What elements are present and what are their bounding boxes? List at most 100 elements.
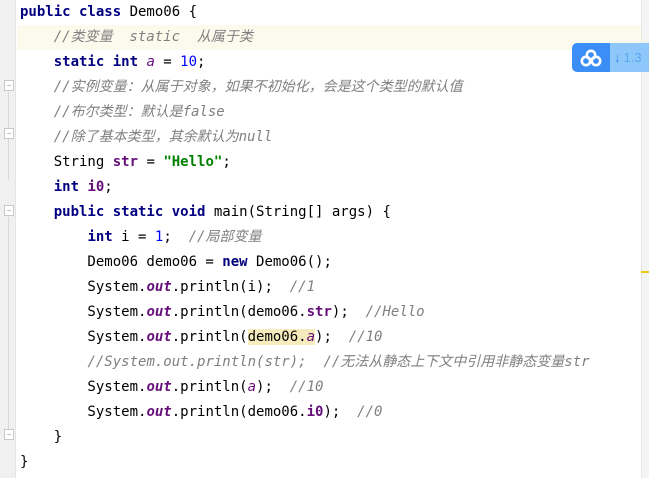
- code-line[interactable]: }: [17, 450, 641, 475]
- token-plain: .println(: [171, 329, 248, 345]
- code-line[interactable]: //实例变量：从属于对象，如果不初始化，会是这个类型的默认值: [17, 75, 641, 100]
- token-cm: //10: [348, 329, 383, 345]
- code-text: //实例变量：从属于对象，如果不初始化，会是这个类型的默认值: [20, 75, 463, 100]
- code-text: System.out.println(i); //1: [20, 275, 315, 300]
- code-line[interactable]: String str = "Hello";: [17, 150, 641, 175]
- token-plain: System.: [20, 379, 147, 395]
- token-plain: [20, 54, 54, 70]
- plugin-badge[interactable]: ↓ 1.3: [572, 43, 649, 72]
- token-plain: }: [20, 454, 29, 470]
- token-plain: System.: [20, 279, 147, 295]
- token-plain: i =: [121, 229, 155, 245]
- token-plain: System.: [20, 304, 147, 320]
- code-line[interactable]: System.out.println(i); //1: [17, 275, 641, 300]
- token-plain: ;: [197, 54, 206, 70]
- fold-guide-main: [8, 217, 9, 429]
- token-kw: static int: [53, 54, 147, 70]
- token-plain: ;: [222, 154, 231, 170]
- token-kw: public static void: [53, 204, 214, 220]
- code-line[interactable]: System.out.println(demo06.i0); //0: [17, 400, 641, 425]
- code-line[interactable]: int i0;: [17, 175, 641, 200]
- code-editor[interactable]: public class Demo06 { //类变量 static 从属于类 …: [17, 0, 641, 478]
- token-plain: .println(demo06.: [171, 304, 307, 320]
- code-line[interactable]: static int a = 10;: [17, 50, 641, 75]
- token-plain: System.: [20, 329, 147, 345]
- token-cm: //局部变量: [188, 229, 262, 245]
- token-plain: =: [154, 54, 181, 70]
- code-text: System.out.println(demo06.str); //Hello: [20, 300, 425, 325]
- token-cm: //0: [357, 404, 383, 420]
- token-sfldb: out: [146, 379, 172, 395]
- code-text: int i0;: [20, 175, 113, 200]
- badge-version: 1.3: [623, 50, 642, 65]
- token-sfld: a: [146, 54, 155, 70]
- code-line[interactable]: //布尔类型：默认是false: [17, 100, 641, 125]
- token-plain: [20, 354, 87, 370]
- token-plain: main(String[] args) {: [213, 204, 391, 220]
- token-plain: Demo06 {: [129, 4, 198, 20]
- token-plain: [20, 79, 54, 95]
- code-line[interactable]: System.out.println(a); //10: [17, 375, 641, 400]
- token-cm: //除了基本类型，其余默认为null: [53, 129, 273, 145]
- token-str: "Hello": [163, 154, 223, 170]
- token-fld: str: [306, 304, 332, 320]
- code-line[interactable]: Demo06 demo06 = new Demo06();: [17, 250, 641, 275]
- code-line[interactable]: System.out.println(demo06.str); //Hello: [17, 300, 641, 325]
- code-line[interactable]: //除了基本类型，其余默认为null: [17, 125, 641, 150]
- code-text: }: [20, 450, 28, 475]
- token-cm: //类变量 static 从属于类: [53, 29, 253, 45]
- code-text: static int a = 10;: [20, 50, 206, 75]
- fold-toggle-comment-end[interactable]: [4, 128, 14, 139]
- fold-toggle-main-start[interactable]: [4, 205, 14, 216]
- token-sfldb: out: [146, 404, 172, 420]
- token-kw: new: [222, 254, 257, 270]
- token-sfldb: out: [146, 279, 172, 295]
- token-plain: [20, 129, 54, 145]
- token-cm: //Hello: [365, 304, 425, 320]
- token-plain: [20, 204, 54, 220]
- vertical-scrollbar[interactable]: [641, 0, 649, 478]
- code-line[interactable]: //类变量 static 从属于类: [17, 25, 641, 50]
- code-line[interactable]: System.out.println(demo06.a); //10: [17, 325, 641, 350]
- code-text: }: [20, 425, 62, 450]
- token-cm: //10: [289, 379, 324, 395]
- code-line[interactable]: public class Demo06 {: [17, 0, 641, 25]
- token-plain: );: [323, 404, 358, 420]
- code-line[interactable]: int i = 1; //局部变量: [17, 225, 641, 250]
- code-text: System.out.println(demo06.a); //10: [20, 325, 382, 350]
- token-plain: Demo06();: [256, 254, 332, 270]
- code-line[interactable]: //System.out.println(str); //无法从静态上下文中引用…: [17, 350, 641, 375]
- token-plain: );: [315, 329, 349, 345]
- code-text: //类变量 static 从属于类: [20, 25, 253, 50]
- code-text: String str = "Hello";: [20, 150, 231, 175]
- code-line[interactable]: }: [17, 425, 641, 450]
- code-text: public class Demo06 {: [20, 0, 197, 25]
- token-hl: demo06.: [247, 329, 307, 345]
- fold-toggle-comment-start[interactable]: [4, 80, 14, 91]
- code-text: System.out.println(a); //10: [20, 375, 323, 400]
- download-speed: ↓ 1.3: [610, 43, 649, 72]
- token-num: 1: [154, 229, 164, 245]
- token-sfldb: out: [146, 304, 172, 320]
- token-fld: i0: [306, 404, 324, 420]
- token-plain: ;: [104, 179, 113, 195]
- token-plain: .println(i);: [171, 279, 290, 295]
- token-fld: str: [112, 154, 139, 170]
- token-plain: Demo06 demo06 =: [20, 254, 223, 270]
- token-fld: i0: [87, 179, 105, 195]
- token-plain: =: [138, 154, 164, 170]
- token-plain: );: [331, 304, 366, 320]
- token-plain: [20, 104, 54, 120]
- error-stripe-marker[interactable]: [641, 271, 649, 273]
- code-line[interactable]: public static void main(String[] args) {: [17, 200, 641, 225]
- token-kw: int: [87, 229, 122, 245]
- token-kw: int: [53, 179, 88, 195]
- token-plain: }: [20, 429, 63, 445]
- token-plain: .println(demo06.: [171, 404, 307, 420]
- token-cm: //布尔类型：默认是false: [53, 104, 225, 120]
- fold-toggle-main-end[interactable]: [4, 429, 14, 440]
- token-sfldb: out: [146, 329, 172, 345]
- token-plain: [20, 229, 87, 245]
- editor-gutter: [0, 0, 16, 478]
- token-plain: .println(: [171, 379, 248, 395]
